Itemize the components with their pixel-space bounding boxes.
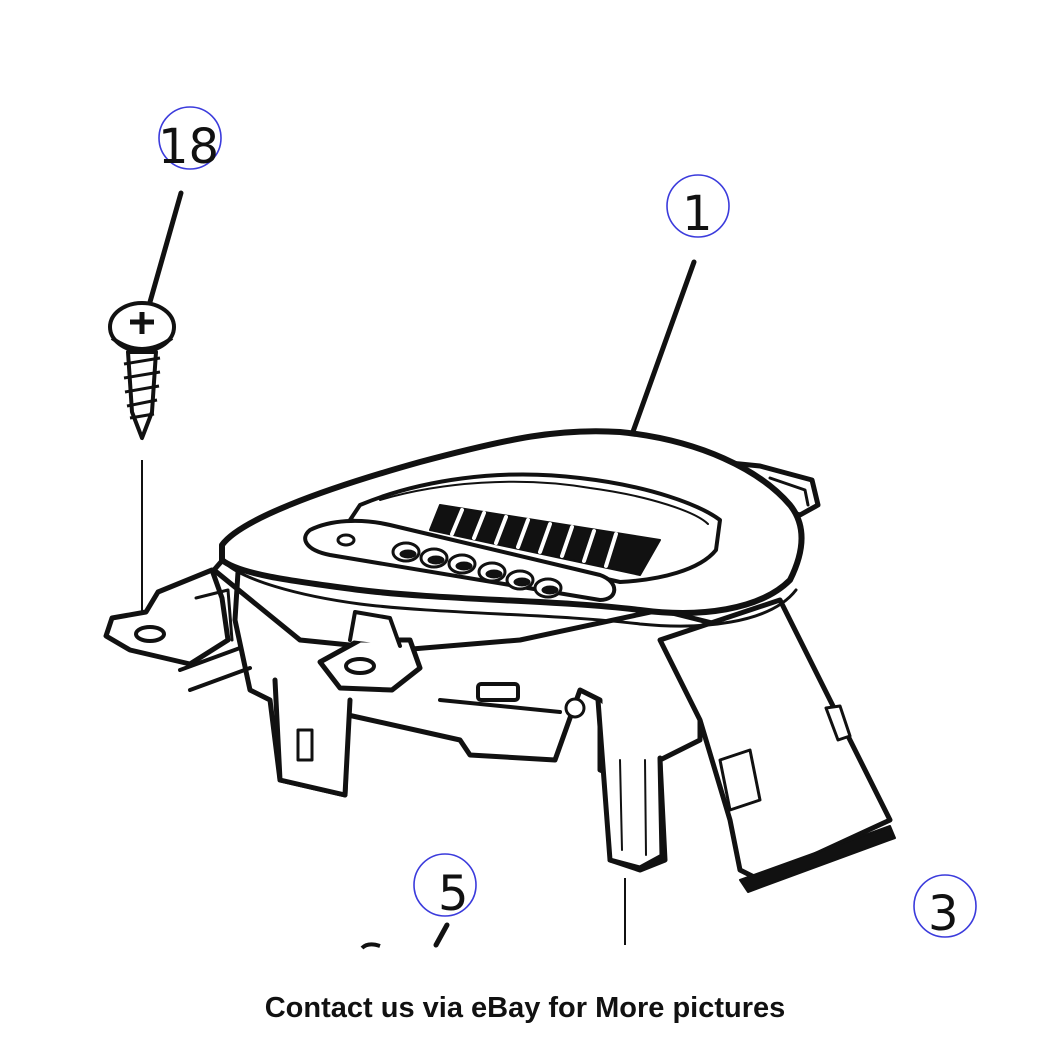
partial-part-5 xyxy=(360,942,381,950)
screw-shank xyxy=(126,350,158,440)
leader-line-18 xyxy=(147,190,184,305)
phillips-cross-icon xyxy=(130,312,154,334)
leader-line-1 xyxy=(627,259,697,443)
indicator-dot xyxy=(336,533,356,547)
callout-18-label: 18 xyxy=(158,119,219,175)
callout-3: 3 xyxy=(913,874,977,942)
caption-contact-text: Contact us via eBay for More pictures xyxy=(264,992,786,1024)
lcd-segment-lines xyxy=(450,508,618,568)
callout-5: 5 xyxy=(413,853,477,922)
leader-line-5 xyxy=(433,922,450,948)
callout-5-label: 5 xyxy=(438,866,469,922)
callout-3-label: 3 xyxy=(928,886,959,942)
screw-part-18 xyxy=(108,301,176,440)
leader-lines xyxy=(147,190,697,948)
callout-1: 1 xyxy=(666,174,730,242)
callout-1-label: 1 xyxy=(682,186,713,242)
display-housing-part-1 xyxy=(103,428,896,893)
callout-18: 18 xyxy=(158,106,222,175)
